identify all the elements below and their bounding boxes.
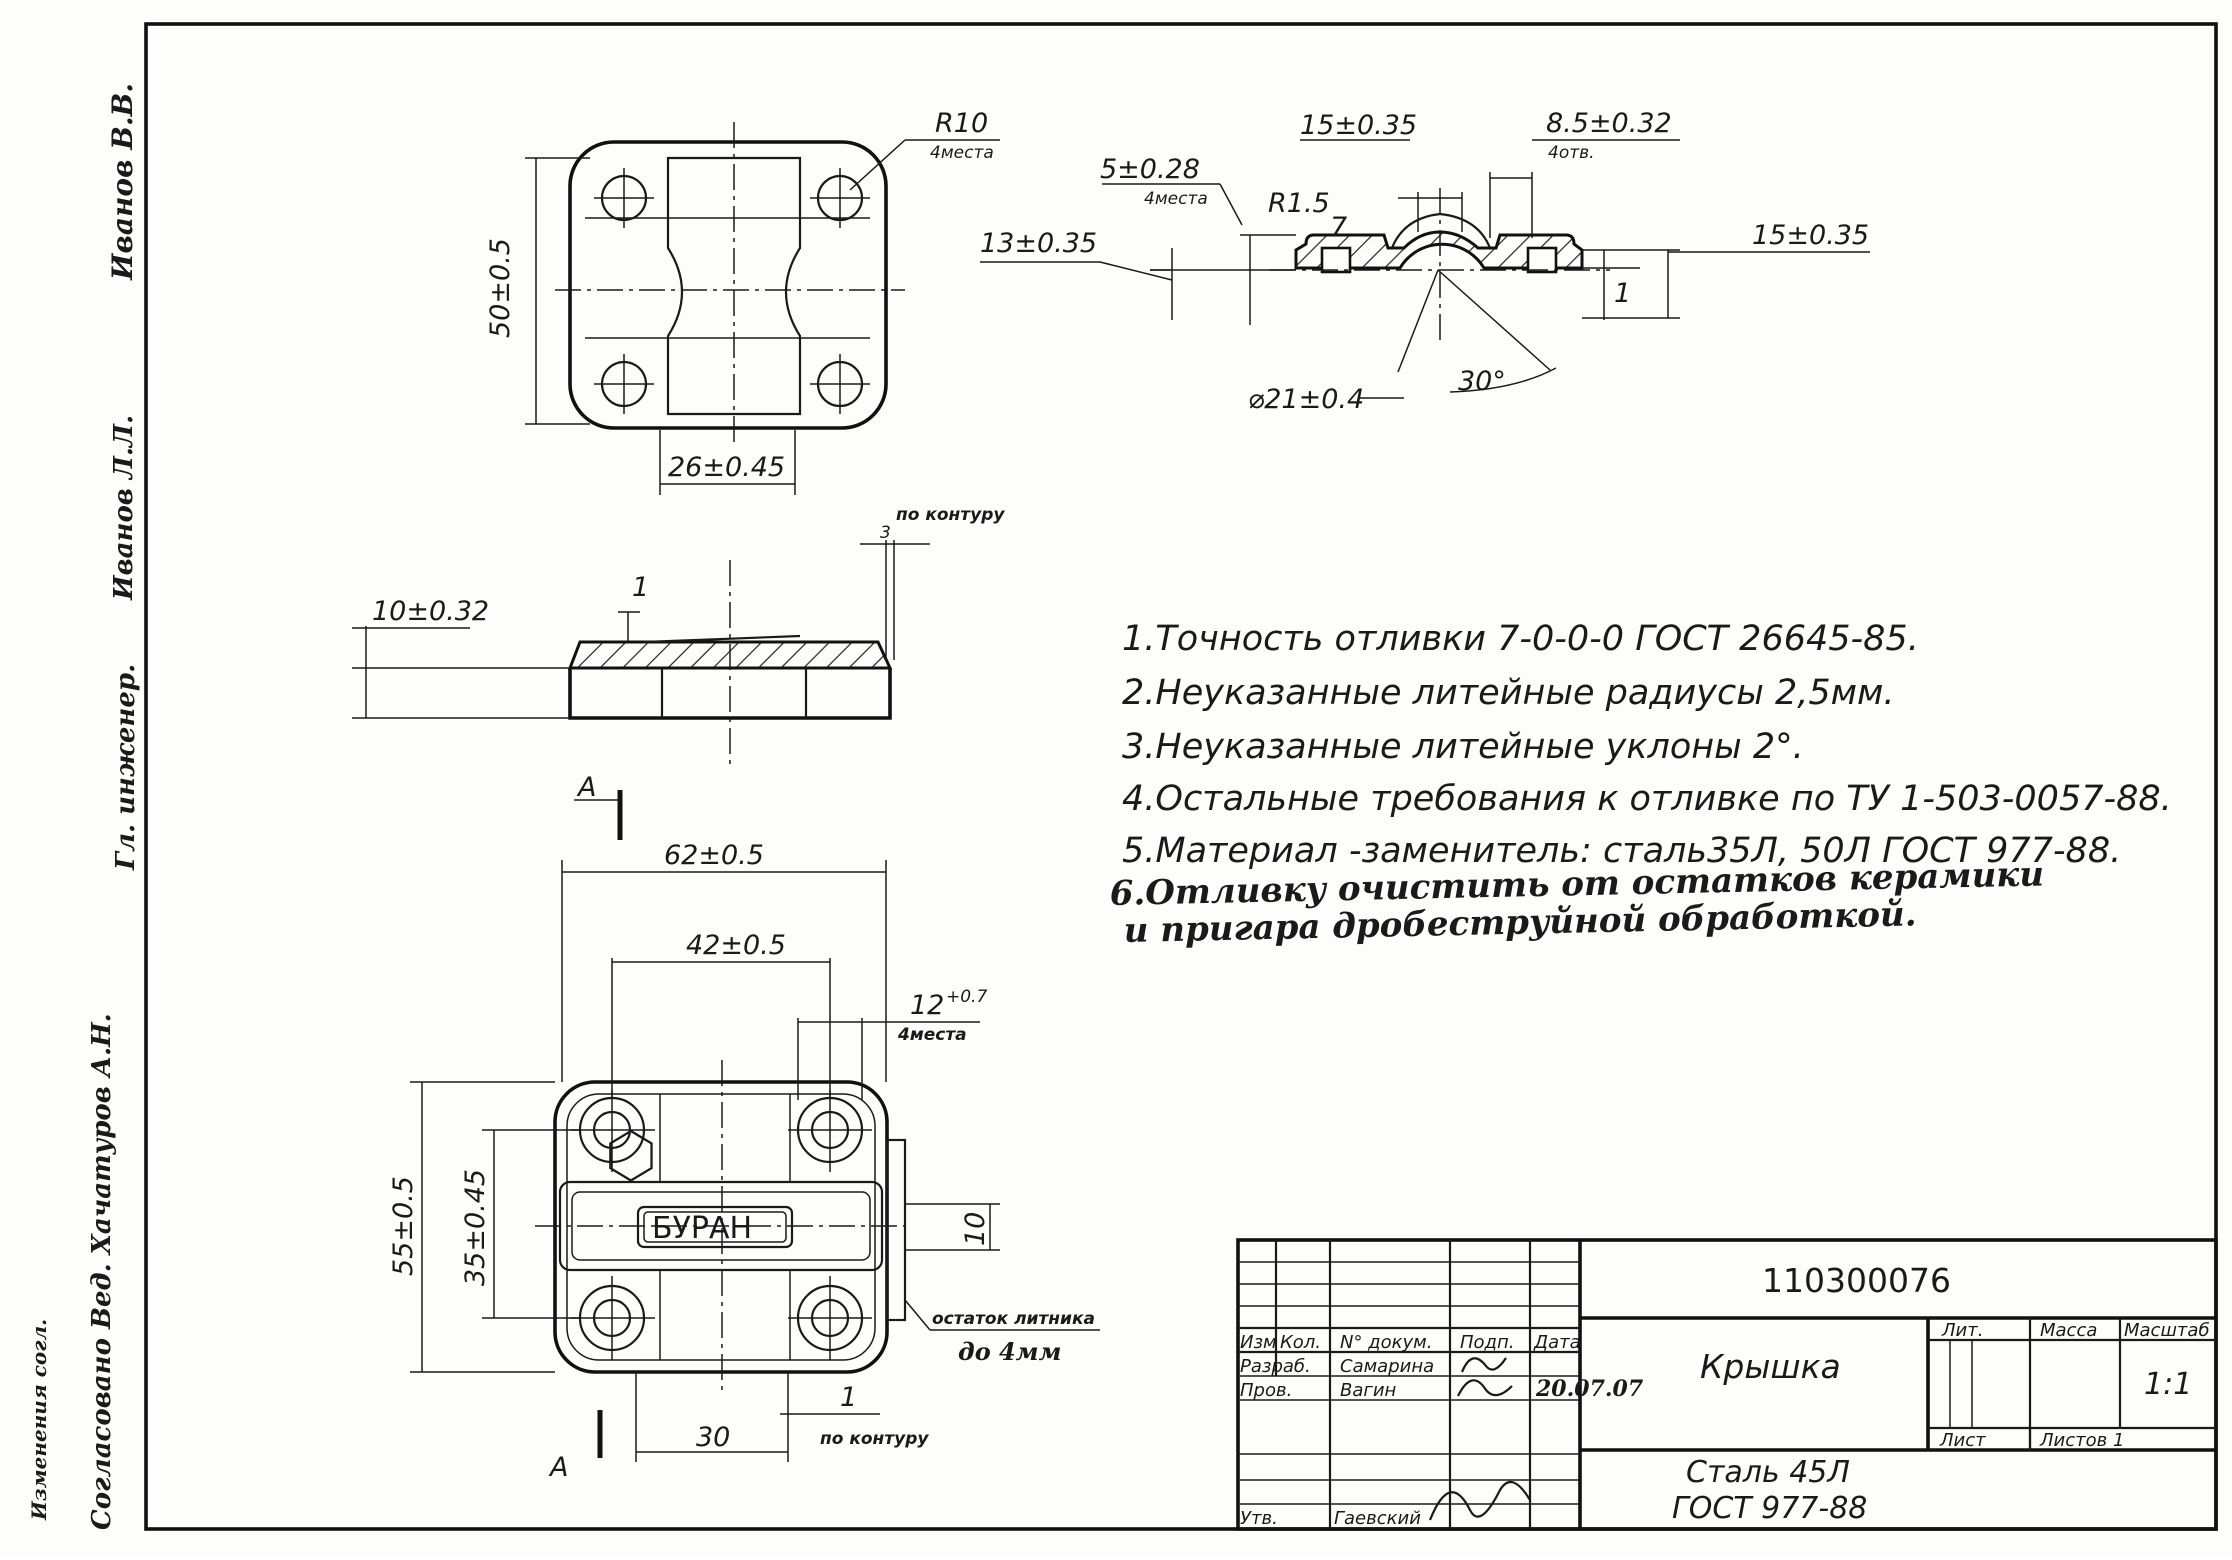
dim-7: 7	[1330, 212, 1347, 243]
margin-signature-1: Иванов В.В.	[106, 83, 139, 281]
mark-plate	[636, 1205, 794, 1249]
tb-number: 110300076	[1762, 1261, 1951, 1300]
tb-material-1: Сталь 45Л	[1686, 1455, 1850, 1490]
tb-kol: Кол.	[1280, 1332, 1321, 1353]
gate-note-1: остаток литника	[932, 1309, 1095, 1329]
dim-phi21: ⌀21±0.4	[1248, 384, 1364, 415]
tb-name: Крышка	[1700, 1347, 1841, 1386]
tb-date-value: 20.07.07	[1535, 1376, 1644, 1402]
dim-1-side: 1	[632, 572, 649, 603]
tb-prov-name: Вагин	[1340, 1380, 1397, 1401]
tb-masshtab: Масштаб	[2124, 1320, 2210, 1341]
tb-list: Лист	[1939, 1430, 1986, 1451]
note-4: 4.Остальные требования к отливке по ТУ 1…	[1122, 779, 2172, 819]
dim-3-side: 3	[880, 523, 891, 543]
dim-35: 35±0.45	[460, 1169, 491, 1286]
dim-12: 12	[910, 990, 944, 1021]
note-1: 1.Точность отливки 7-0-0-0 ГОСТ 26645-85…	[1122, 619, 1919, 659]
dim-15-top: 15±0.35	[1300, 110, 1417, 141]
margin-changes: Изменения согл.	[27, 1319, 51, 1521]
tb-listov: Листов 1	[2039, 1430, 2124, 1451]
top-view-outline	[568, 140, 888, 430]
tb-razrab-name: Самарина	[1340, 1356, 1434, 1377]
tb-scale: 1:1	[2144, 1367, 2192, 1402]
section-mark-a-bottom: А	[548, 1452, 568, 1483]
dim-1-bottom: 1	[840, 1382, 857, 1413]
tb-date: Дата	[1533, 1332, 1581, 1353]
dim-42: 42±0.5	[686, 930, 786, 961]
dim-5-note: 4места	[1144, 189, 1208, 209]
dim-12-note: 4места	[897, 1025, 967, 1045]
bottom-view: А А БУРАН 62	[388, 772, 1100, 1483]
tb-izm: Изм	[1240, 1332, 1277, 1353]
technical-notes: 1.Точность отливки 7-0-0-0 ГОСТ 26645-85…	[1109, 619, 2171, 951]
section-body	[1294, 230, 1584, 270]
dim-12-tol: +0.7	[946, 987, 987, 1007]
dim-r1-5: R1.5	[1268, 188, 1330, 219]
dim-30: 30	[696, 1422, 730, 1453]
dim-angle-30: 30°	[1458, 366, 1506, 397]
dim-8-5-note: 4отв.	[1548, 143, 1595, 163]
title-block: Изм Кол. N° докум. Подп. Дата Разраб. Са…	[1236, 1238, 2218, 1531]
dim-10-side: 10±0.32	[372, 596, 489, 627]
bolt-hex	[609, 1129, 653, 1182]
tb-sign: Подп.	[1460, 1332, 1514, 1353]
side-view: 10±0.32 1 3 по контуру	[352, 505, 1005, 770]
margin-role: Гл. инженер.	[111, 664, 141, 871]
note-3: 3.Неуказанные литейные уклоны 2°.	[1122, 727, 1804, 767]
dim-55: 55±0.5	[388, 1176, 419, 1276]
tb-prov: Пров.	[1240, 1380, 1292, 1401]
dim-13: 13±0.35	[980, 228, 1097, 259]
margin-approval: Согласовано Вед. Хачатуров А.Н.	[87, 1013, 117, 1530]
dim-5: 5±0.28	[1100, 154, 1200, 185]
dim-62: 62±0.5	[664, 840, 764, 871]
tb-massa: Масса	[2040, 1320, 2097, 1341]
title-block-frame	[1236, 1238, 2218, 1531]
dim-1-section: 1	[1614, 278, 1631, 309]
tb-signature-utv	[1428, 1480, 1531, 1521]
dim-r10: R10	[935, 108, 988, 139]
drawing-frame	[144, 22, 2218, 1531]
gate-note-2: до 4мм	[958, 1337, 1061, 1366]
dim-10-bottom: 10	[960, 1212, 991, 1246]
tb-utv: Утв.	[1240, 1508, 1278, 1529]
dim-8-5: 8.5±0.32	[1546, 108, 1672, 139]
mark-buran: БУРАН	[652, 1211, 752, 1246]
note-5: 5.Материал -заменитель: сталь35Л, 50Л ГО…	[1122, 831, 2121, 871]
dim-15-right: 15±0.35	[1752, 220, 1869, 251]
margin-signature-2: Иванов Л.Л.	[109, 415, 139, 601]
gate-stub	[885, 1138, 907, 1322]
dim-r10-note: 4места	[930, 143, 994, 163]
section-mark-a-top: А	[576, 772, 596, 803]
tb-doc: N° докум.	[1340, 1332, 1432, 1353]
contour-note-side: по контуру	[896, 505, 1005, 525]
tb-signatures	[1457, 1357, 1513, 1397]
tb-material-2: ГОСТ 977-88	[1672, 1491, 1867, 1526]
section-view-top: 30° ⌀21±0.4 15±0.35 8.5±0.32 4отв. 5±0.2…	[980, 108, 1870, 415]
note-2: 2.Неуказанные литейные радиусы 2,5мм.	[1122, 673, 1895, 713]
margin-signatures: Иванов В.В. Гл. инженер. Иванов Л.Л. Сог…	[27, 83, 141, 1530]
top-view-boss	[666, 156, 802, 416]
tb-lit: Лит.	[1941, 1320, 1983, 1341]
tb-razrab: Разраб.	[1240, 1356, 1311, 1377]
dim-height-50: 50±0.5	[485, 238, 516, 338]
dim-width-26: 26±0.45	[668, 452, 785, 483]
top-view: 50±0.5 26±0.45 R10 4места	[485, 108, 1000, 495]
tb-utv-name: Гаевский	[1334, 1508, 1421, 1529]
contour-note-bottom: по контуру	[820, 1429, 929, 1449]
